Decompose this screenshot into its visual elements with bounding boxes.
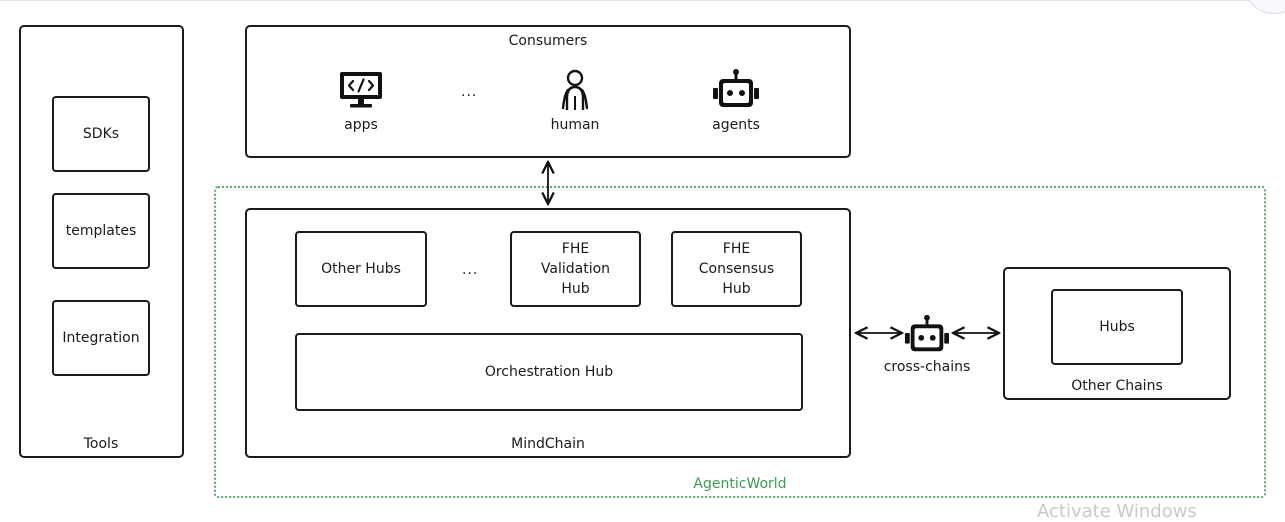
top-divider xyxy=(0,0,1285,1)
other-chains-hubs[interactable]: Hubs xyxy=(1051,289,1183,365)
consumers-title: Consumers xyxy=(508,33,588,49)
consumer-agents-label: agents xyxy=(712,117,760,133)
monitor-code-icon xyxy=(340,72,382,108)
hub-other-hubs[interactable]: Other Hubs xyxy=(295,231,427,307)
robot-icon xyxy=(713,69,759,107)
consumer-apps-label: apps xyxy=(344,117,378,133)
tools-sdks[interactable]: SDKs xyxy=(52,96,150,172)
agenticworld-label: AgenticWorld xyxy=(693,476,787,492)
crosschain-robot-icon xyxy=(904,314,950,352)
hub-fhe-consensus[interactable]: FHE Consensus Hub xyxy=(671,231,802,307)
os-watermark: Activate Windows xyxy=(1037,501,1197,522)
tools-templates[interactable]: templates xyxy=(52,193,150,269)
tools-integration[interactable]: Integration xyxy=(52,300,150,376)
consumer-human-label: human xyxy=(550,117,600,133)
hubs-ellipsis: ... xyxy=(462,262,479,278)
person-icon xyxy=(561,69,589,110)
mindchain-title: MindChain xyxy=(511,436,585,452)
agenticworld-region xyxy=(214,186,1266,498)
crosschain-label: cross-chains xyxy=(883,359,971,375)
other-chains-title: Other Chains xyxy=(1071,378,1163,394)
hub-orchestration[interactable]: Orchestration Hub xyxy=(295,333,803,411)
tools-title: Tools xyxy=(83,436,119,452)
hub-fhe-validation[interactable]: FHE Validation Hub xyxy=(510,231,641,307)
consumers-ellipsis: ... xyxy=(461,84,478,100)
